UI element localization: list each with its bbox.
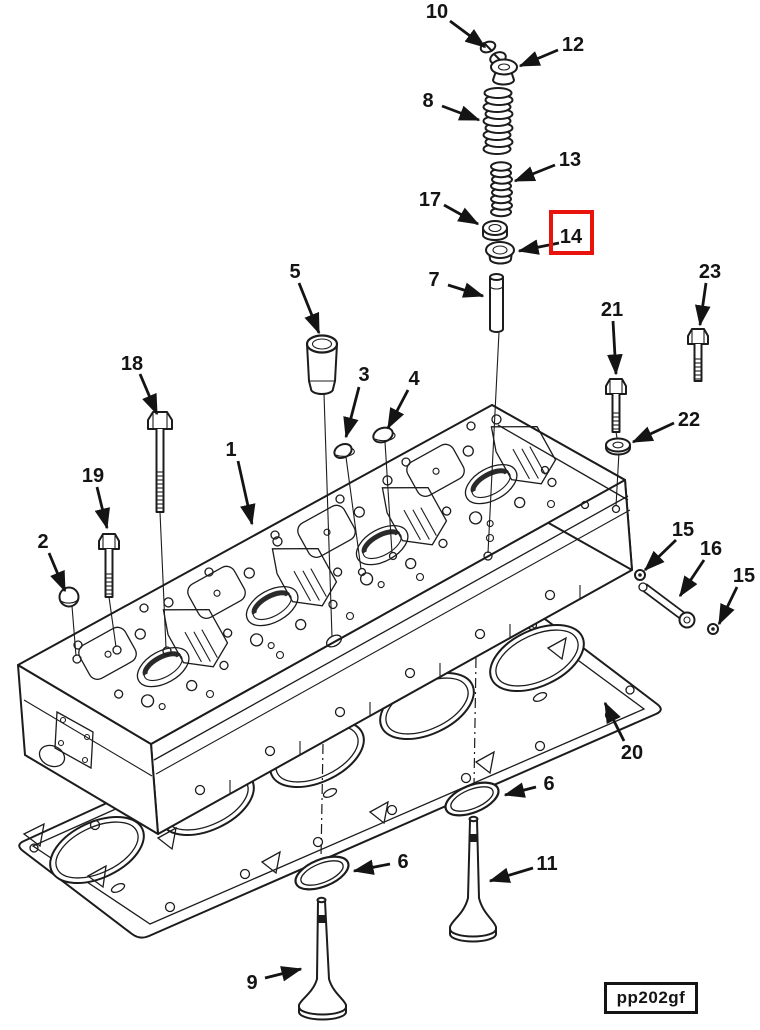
head-front-face-detail [153,495,631,796]
bolt-with-washer [605,378,627,433]
callout-18-label[interactable]: 18 [121,353,143,375]
callout-21-arrow [607,320,623,376]
callout-14-label[interactable]: 14 [560,226,583,248]
callout-8-arrow [441,104,481,122]
head-port-group [297,475,448,589]
callout-23-arrow [695,282,711,327]
callout-18-arrow [138,373,159,416]
callout-7-label[interactable]: 7 [428,269,439,291]
callout-2-arrow [47,552,67,593]
callout-16-arrow [678,559,706,598]
cylinder-head [17,404,633,835]
callout-1-label[interactable]: 1 [225,439,236,461]
callout-16-label[interactable]: 16 [700,538,722,560]
figure-code-label: pp202gf [604,982,698,1014]
callout-4-label[interactable]: 4 [408,368,420,390]
callout-22-label[interactable]: 22 [678,409,700,431]
head-port-group [187,536,338,650]
seal-ring [444,781,500,817]
cup-plug-end [58,586,80,608]
callout-2-label[interactable]: 2 [37,531,48,553]
valve-spring-inner [490,161,513,218]
callout-6b-arrow [352,859,391,875]
bolt-short [98,533,120,598]
callout-7-arrow [447,282,485,298]
valve-spring-outer [482,87,514,155]
valve-guide [489,273,504,333]
plug-fitting [634,569,646,581]
head-bolt-long [147,411,173,513]
gasket-coolant-cutouts [22,636,567,893]
callout-20-label[interactable]: 20 [621,742,643,764]
cup-plug-small [333,442,355,460]
callout-22-arrow [631,421,675,444]
bolt-spare [687,328,709,382]
callout-8-label[interactable]: 8 [422,90,433,112]
callout-15a-label[interactable]: 15 [672,519,694,541]
callout-19-label[interactable]: 19 [82,465,104,487]
callout-3-label[interactable]: 3 [358,364,369,386]
cup-plug [372,426,396,444]
valve-collets [479,40,507,65]
callout-11-arrow [488,866,534,883]
callout-15b-arrow [717,586,739,626]
callout-6b-label[interactable]: 6 [397,851,408,873]
callout-10-label[interactable]: 10 [426,1,448,23]
valve-intake [298,896,347,1021]
valve-exhaust [449,815,497,943]
callout-1-arrow [236,460,256,526]
callout-21-label[interactable]: 21 [601,299,623,321]
transfer-tube [638,582,696,629]
callout-20-arrow [603,701,626,742]
callout-5-label[interactable]: 5 [289,261,300,283]
callout-6a-label[interactable]: 6 [543,773,554,795]
callout-9-arrow [264,966,303,982]
callout-4-arrow [386,389,410,430]
head-left-end-detail [23,699,153,777]
callout-13-arrow [513,163,556,183]
callout-3-arrow [343,386,361,439]
callout-19-arrow [94,486,110,530]
callout-11-label[interactable]: 11 [536,853,557,875]
callout-17-arrow [443,203,480,226]
callout-23-label[interactable]: 23 [699,261,721,283]
highlight-box-callout-14[interactable] [549,210,594,255]
seal-ring [294,855,350,891]
spring-retainer-upper [490,58,518,86]
injector-sleeve [305,334,339,395]
callout-5-arrow [297,282,321,335]
callout-12-arrow [518,48,559,68]
plug-fitting [707,623,719,635]
callout-12-label[interactable]: 12 [562,34,584,56]
callout-15a-arrow [643,538,677,572]
head-bolt-holes [73,421,556,699]
callout-13-label[interactable]: 13 [559,149,581,171]
callout-9-label[interactable]: 9 [246,972,257,994]
valve-stem-seal [482,220,508,241]
callout-10-arrow [449,19,487,49]
head-port-group [78,597,229,711]
flat-washer [605,437,631,456]
callout-6a-arrow [503,782,537,798]
callout-15b-label[interactable]: 15 [733,565,755,587]
assembly-lines [71,331,621,859]
spring-retainer-lower [485,241,515,265]
callout-17-label[interactable]: 17 [419,189,441,211]
